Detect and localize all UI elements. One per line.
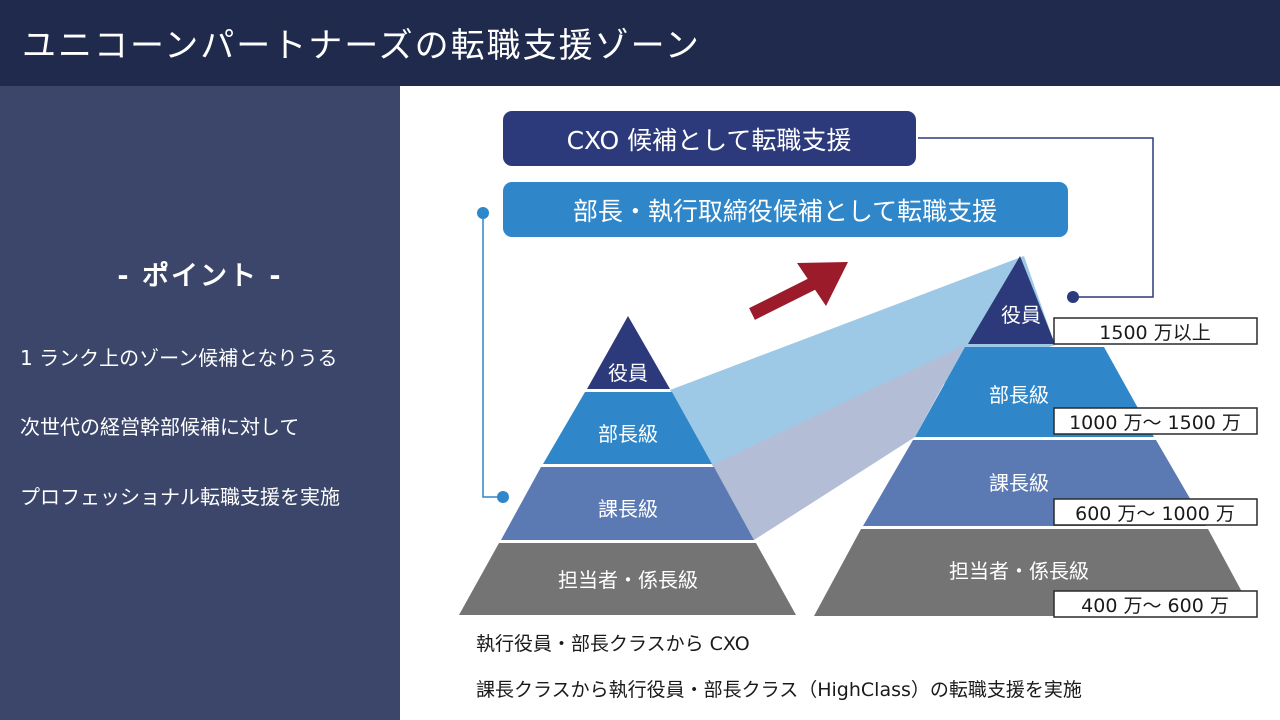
header-bar: ユニコーンパートナーズの転職支援ゾーン (0, 0, 1280, 86)
left-label-staff: 担当者・係長級 (558, 568, 698, 592)
cxo-connector-line (918, 137, 1154, 298)
connector-band-upper (670, 256, 1055, 465)
page-title: ユニコーンパートナーズの転職支援ゾーン (22, 26, 701, 66)
salary-box-staff (1053, 590, 1258, 618)
left-label-section: 課長級 (598, 497, 658, 521)
right-label-manager: 部長級 (989, 383, 1049, 407)
left-label-executive: 役員 (608, 361, 648, 385)
note-line-2: 課長クラスから執行役員・部長クラス（HighClass）の転職支援を実施 (476, 679, 1082, 701)
cxo-banner-label: CXO 候補として転職支援 (567, 126, 852, 155)
executive-banner (503, 182, 1068, 237)
salary-manager: 1000 万～ 1500 万 (1069, 412, 1241, 434)
sidebar-panel: - ポイント - 1 ランク上のゾーン候補となりうる 次世代の経営幹部候補に対し… (0, 86, 400, 720)
left-level-staff (459, 543, 796, 615)
executive-connector-line (482, 213, 503, 498)
point-item-3: プロフェッショナル転職支援を実施 (20, 485, 340, 509)
connector-band-lower (712, 345, 965, 540)
executive-banner-label: 部長・執行取締役候補として転職支援 (573, 197, 997, 226)
right-label-staff: 担当者・係長級 (949, 559, 1089, 583)
point-item-2: 次世代の経営幹部候補に対して (20, 415, 300, 439)
left-level-section (501, 467, 754, 540)
salary-section: 600 万～ 1000 万 (1075, 503, 1235, 525)
upward-arrow-icon (749, 262, 848, 320)
salary-box-section (1053, 498, 1258, 526)
salary-box-executive (1053, 317, 1258, 345)
executive-connector-dot-top (477, 207, 489, 219)
left-level-executive (587, 316, 670, 389)
salary-box-manager (1053, 407, 1258, 435)
salary-executive: 1500 万以上 (1099, 322, 1210, 344)
point-item-1: 1 ランク上のゾーン候補となりうる (20, 346, 338, 370)
right-label-section: 課長級 (989, 471, 1049, 495)
right-label-executive: 役員 (1001, 303, 1041, 327)
left-level-manager (543, 392, 712, 464)
point-heading: - ポイント - (117, 261, 283, 292)
executive-connector-dot-bottom (497, 491, 509, 503)
note-line-1: 執行役員・部長クラスから CXO (476, 633, 750, 655)
left-label-manager: 部長級 (598, 422, 658, 446)
cxo-banner (503, 111, 916, 166)
salary-staff: 400 万～ 600 万 (1081, 595, 1229, 617)
right-level-executive (968, 256, 1055, 344)
cxo-connector-dot (1067, 291, 1079, 303)
